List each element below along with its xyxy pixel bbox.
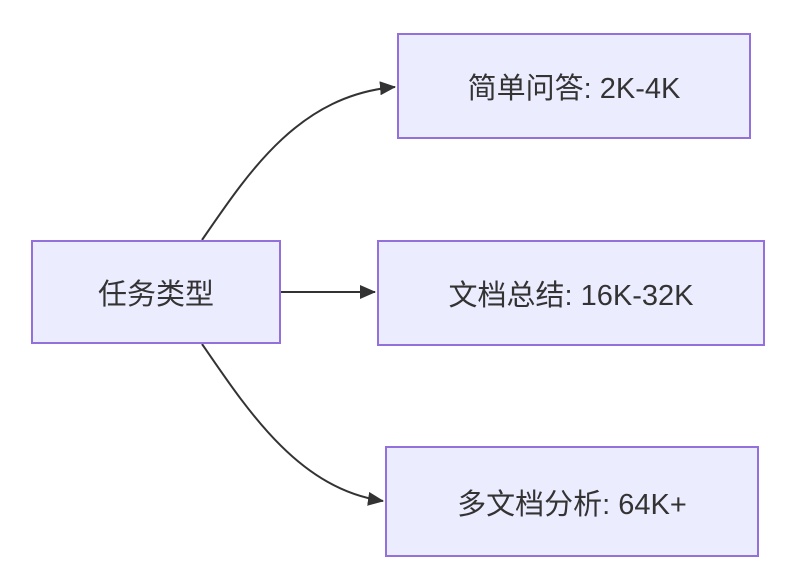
node-simple-qa-label: 简单问答: 2K-4K [467, 73, 681, 105]
node-task-type-label: 任务类型 [97, 279, 214, 311]
edge-task-type-to-simple-qa [201, 81, 396, 241]
node-multi-doc-analysis: 多文档分析: 64K+ [385, 446, 759, 557]
node-multi-doc-analysis-label: 多文档分析: 64K+ [457, 488, 687, 521]
node-doc-summary: 文档总结: 16K-32K [377, 240, 765, 346]
node-task-type: 任务类型 [31, 240, 281, 344]
edge-task-type-to-multi-doc [201, 343, 384, 506]
node-doc-summary-label: 文档总结: 16K-32K [448, 280, 694, 312]
node-simple-qa: 简单问答: 2K-4K [397, 33, 751, 139]
